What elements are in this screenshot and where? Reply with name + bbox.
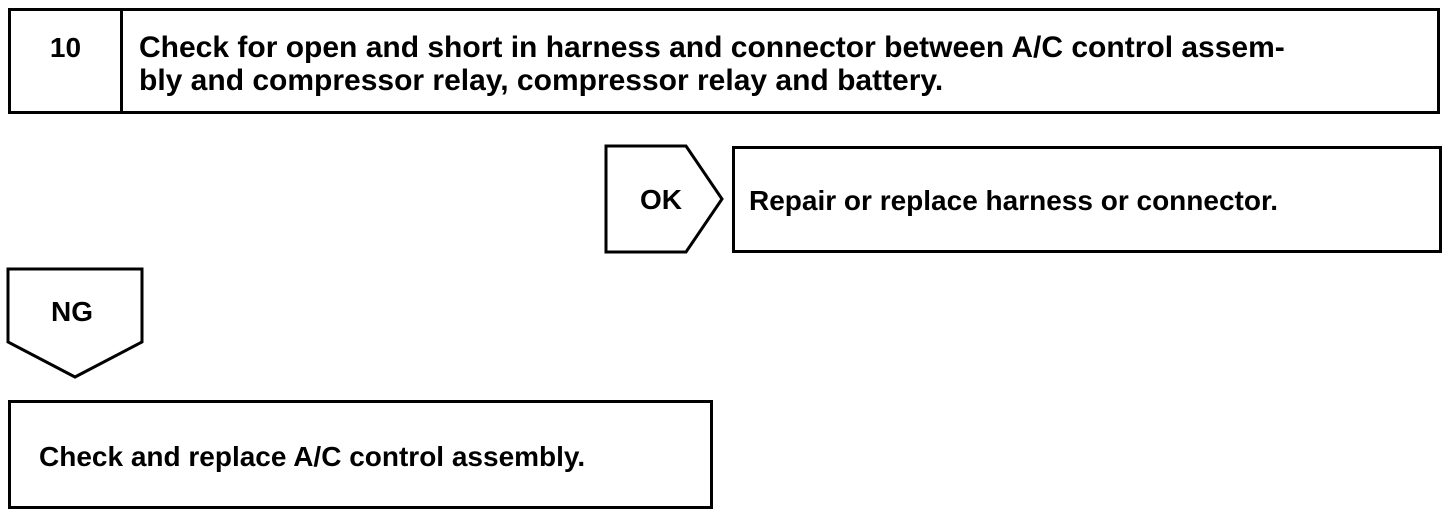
step-number-cell: 10 <box>11 11 123 111</box>
ng-result-box: Check and replace A/C control assembly. <box>8 400 713 509</box>
ng-label: NG <box>51 296 93 327</box>
ok-result-text: Repair or replace harness or connector. <box>749 185 1279 216</box>
ng-result-text: Check and replace A/C control assembly. <box>39 441 586 472</box>
step-instruction: Check for open and short in harness and … <box>139 31 1285 97</box>
step-box: 10 Check for open and short in harness a… <box>8 8 1440 114</box>
ok-label: OK <box>640 184 682 215</box>
ok-result-box: Repair or replace harness or connector. <box>732 146 1442 253</box>
step-number: 10 <box>49 32 82 63</box>
